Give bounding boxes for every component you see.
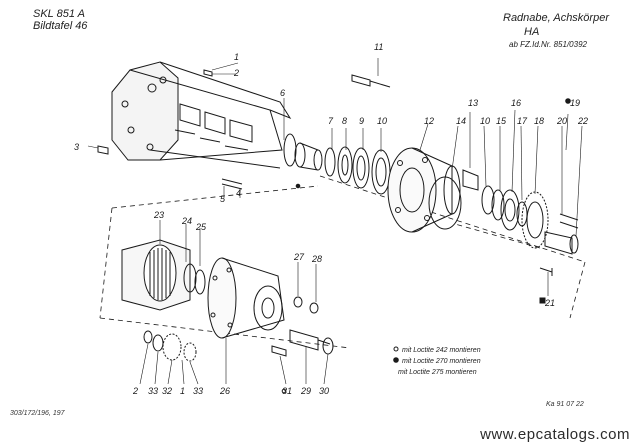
callout-15: 15 — [496, 116, 507, 126]
callout-1: 1 — [234, 52, 239, 62]
watermark: www.epcatalogs.com — [480, 426, 630, 443]
seal-rings — [324, 146, 391, 195]
callout-24: 24 — [181, 216, 192, 226]
callout-20: 20 — [556, 116, 567, 126]
callout-2: 2 — [233, 68, 239, 78]
callout-6: 6 — [280, 88, 285, 98]
callout-14: 14 — [456, 116, 466, 126]
callout-22: 22 — [577, 116, 588, 126]
callout-23: 23 — [153, 210, 164, 220]
callout-19: 19 — [570, 98, 580, 108]
callout-12: 12 — [424, 116, 434, 126]
callout-2: 2 — [132, 386, 138, 396]
callout-27: 27 — [293, 252, 305, 262]
legend-loctite-275: mit Loctite 275 montieren — [398, 369, 477, 376]
diagram-title: Radnabe, Achskörper — [503, 12, 609, 24]
planet-gear-parts — [462, 169, 579, 276]
callout-18: 18 — [534, 116, 544, 126]
bottom-left-gears — [143, 330, 197, 362]
bolt-parts — [97, 69, 391, 190]
callout-4: 4 — [236, 188, 241, 198]
callout-1: 1 — [180, 386, 185, 396]
callout-28: 28 — [311, 254, 322, 264]
variant-label: HA — [524, 26, 540, 38]
callout-16: 16 — [511, 98, 521, 108]
callout-17: 17 — [517, 116, 528, 126]
footer-reference-right: Ka 91 07 22 — [546, 401, 584, 408]
leader-lines — [87, 58, 583, 385]
callout-7: 7 — [328, 116, 334, 126]
legend-loctite-270: mit Loctite 270 montieren — [402, 358, 481, 365]
callout-13: 13 — [468, 98, 478, 108]
hub-housing — [207, 257, 285, 339]
catalog-number: SKL 851 A — [33, 8, 85, 20]
callout-10: 10 — [480, 116, 490, 126]
serial-range: ab FZ.Id.Nr. 851/0392 — [509, 40, 587, 49]
callout-29: 29 — [300, 386, 311, 396]
axle-housing — [111, 61, 323, 171]
callout-9: 9 — [359, 116, 364, 126]
callout-25: 25 — [195, 222, 207, 232]
bearing-ring — [121, 239, 206, 311]
legend-loctite-242: mit Loctite 242 montieren — [402, 347, 481, 354]
callout-3: 3 — [74, 142, 79, 152]
callout-33: 33 — [193, 386, 203, 396]
callout-8: 8 — [342, 116, 347, 126]
callout-11: 11 — [374, 42, 383, 52]
footer-reference-left: 303/172/196, 197 — [10, 410, 65, 417]
callout-26: 26 — [219, 386, 230, 396]
callout-5: 5 — [220, 194, 226, 204]
wheel-hub — [387, 147, 462, 233]
callout-31: 31 — [282, 386, 292, 396]
legend-markers — [281, 98, 571, 394]
callout-32: 32 — [162, 386, 172, 396]
plate-number: Bildtafel 46 — [33, 20, 88, 32]
assembly-frame — [99, 175, 586, 349]
callout-33: 33 — [148, 386, 158, 396]
callout-10: 10 — [377, 116, 387, 126]
callout-21: 21 — [544, 298, 555, 308]
studs — [271, 296, 334, 357]
callout-30: 30 — [319, 386, 329, 396]
